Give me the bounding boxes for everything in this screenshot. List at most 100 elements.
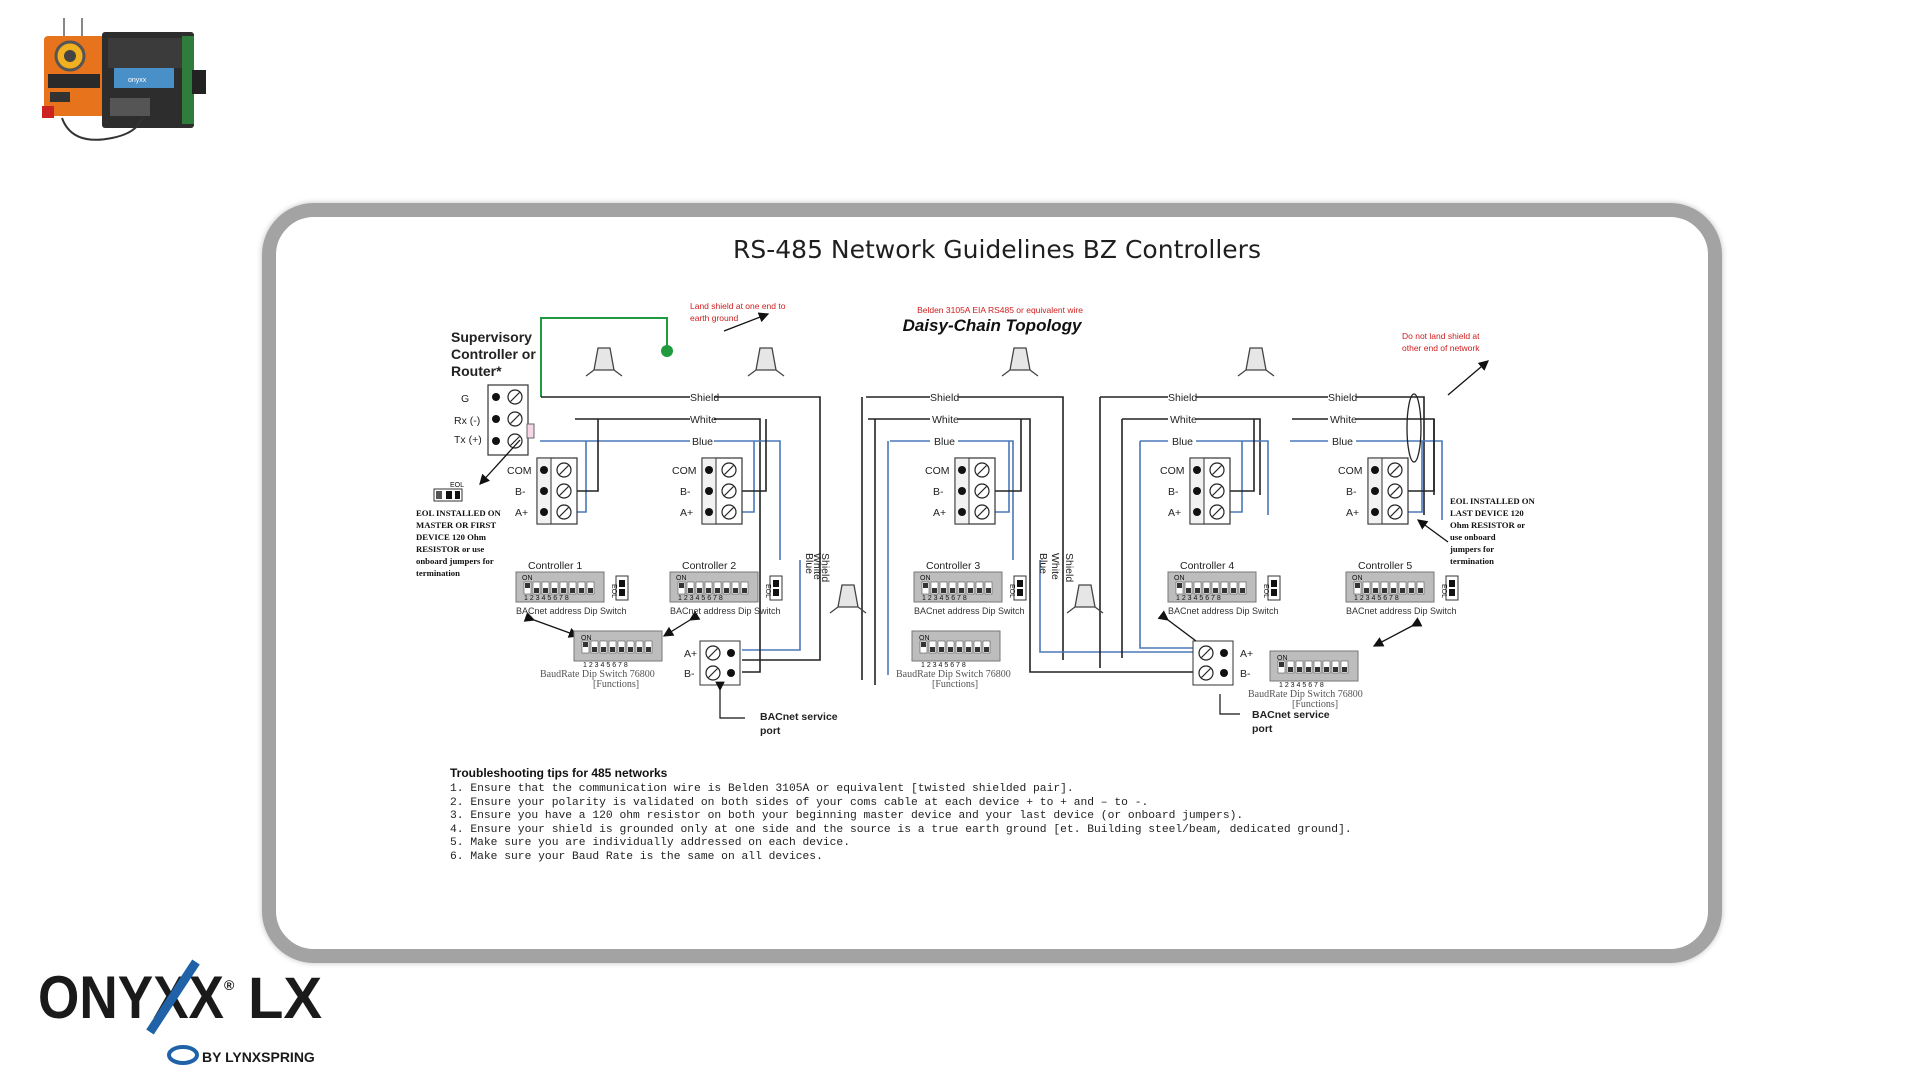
terminal-com: COM <box>507 465 532 477</box>
relation-arrow <box>523 612 580 638</box>
dip-on-label: ON <box>920 575 931 582</box>
shield-note-line1: Land shield at one end to <box>690 301 786 311</box>
dip-label: BACnet address Dip Switch <box>914 606 1025 616</box>
terminal-bminus: B- <box>1168 486 1179 498</box>
white-wire <box>714 418 761 560</box>
terminal-bminus: B- <box>680 486 691 498</box>
blue-drop <box>742 560 801 651</box>
dip-on-label: ON <box>1352 575 1363 582</box>
white-drop <box>742 560 761 673</box>
dip-numbers: 1 2 3 4 5 6 7 8 <box>678 595 723 602</box>
terminal-aplus: A+ <box>680 507 693 519</box>
dip-label: BACnet address Dip Switch <box>1168 606 1279 616</box>
svg-text:1 2 3 4 5 6 7 8: 1 2 3 4 5 6 7 8 <box>1279 682 1324 689</box>
troubleshooting-tips: Troubleshooting tips for 485 networks 1.… <box>450 766 1352 863</box>
wire-label-white: White <box>1330 414 1357 426</box>
dip-label: BACnet address Dip Switch <box>516 606 627 616</box>
svg-text:use onboard: use onboard <box>1450 532 1496 542</box>
eol-jumper-tag: EOL <box>1262 584 1269 598</box>
shield-clamp-icon <box>585 347 623 377</box>
terminal-bminus: B- <box>933 486 944 498</box>
lynxspring-swoosh-icon <box>167 1045 199 1065</box>
svg-text:LX: LX <box>248 966 322 1031</box>
supervisory-terminal-block <box>487 384 535 456</box>
no-shield-note-line1: Do not land shield at <box>1402 331 1480 341</box>
svg-text:port: port <box>1252 723 1273 735</box>
svg-text:[Functions]: [Functions] <box>1292 699 1338 710</box>
terminal-com: COM <box>1160 465 1185 477</box>
controller-terminal-block <box>955 458 995 524</box>
svg-text:1. Ensure that the communicati: 1. Ensure that the communication wire is… <box>450 783 1074 795</box>
svg-text:Ohm RESISTOR or: Ohm RESISTOR or <box>1450 520 1525 530</box>
svg-text:BaudRate Dip Switch 76800: BaudRate Dip Switch 76800 <box>1248 689 1363 700</box>
earth-ground-point <box>661 345 673 357</box>
white-drop <box>1029 560 1193 673</box>
dip-on-label: ON <box>1174 575 1185 582</box>
svg-text:BY LYNXSPRING: BY LYNXSPRING <box>202 1049 315 1065</box>
service-port-block-1: A+ B- <box>684 640 741 686</box>
terminal-rx: Rx (-) <box>454 415 480 427</box>
wire-label-blue-v: Blue <box>1037 553 1049 574</box>
wire-label-white: White <box>932 414 959 426</box>
wire-label-white: White <box>1170 414 1197 426</box>
supervisory-label-3: Router* <box>451 363 502 379</box>
eol-jumper-tag: EOL <box>1008 584 1015 598</box>
shield-drop <box>742 535 821 661</box>
controller-terminal-block <box>537 458 577 524</box>
terminal-com: COM <box>1338 465 1363 477</box>
svg-text:3. Ensure you have a 120 ohm r: 3. Ensure you have a 120 ohm resistor on… <box>450 810 1243 822</box>
svg-text:2. Ensure your polarity is val: 2. Ensure your polarity is validated on … <box>450 797 1148 809</box>
shield-wire <box>714 396 821 535</box>
svg-text:1 2 3 4 5 6 7 8: 1 2 3 4 5 6 7 8 <box>583 662 628 669</box>
shield-note-line2: earth ground <box>690 313 738 323</box>
svg-text:port: port <box>760 725 781 737</box>
supervisory-label-1: Supervisory <box>451 329 532 345</box>
shield-drain-loop <box>1406 393 1422 463</box>
controller-terminal-block <box>1368 458 1408 524</box>
shield-clamp-icon <box>1237 347 1275 377</box>
svg-text:BACnet service: BACnet service <box>1252 709 1330 721</box>
eol-note-master: EOL INSTALLED ON MASTER OR FIRST DEVICE … <box>416 508 502 578</box>
rs485-wiring: ShieldWhiteBlueShieldWhiteBlueShieldWhit… <box>523 347 1443 685</box>
dip-label: BACnet address Dip Switch <box>1346 606 1457 616</box>
svg-text:RESISTOR or use: RESISTOR or use <box>416 544 484 554</box>
shield-clamp-icon <box>1001 347 1039 377</box>
svg-text:Troubleshooting tips for 485 n: Troubleshooting tips for 485 networks <box>450 766 668 780</box>
wire-label-shield: Shield <box>930 392 959 404</box>
terminal-aplus: A+ <box>1168 507 1181 519</box>
eol-jumper-tag: EOL <box>1440 584 1447 598</box>
svg-text:A+: A+ <box>684 648 697 660</box>
shield-clamp-icon <box>829 584 867 614</box>
eol-jumper-tag: EOL <box>764 584 771 598</box>
eol-jumper-tag: EOL <box>610 584 617 598</box>
blue-wire <box>1356 440 1443 520</box>
controller-name: Controller 3 <box>926 560 980 572</box>
svg-text:termination: termination <box>1450 556 1494 566</box>
white-wire <box>958 418 1031 560</box>
wire-label-white: White <box>690 414 717 426</box>
diagram-title: RS-485 Network Guidelines BZ Controllers <box>733 235 1261 264</box>
svg-text:6. Make sure your Baud Rate is: 6. Make sure your Baud Rate is the same … <box>450 851 823 863</box>
white-wire <box>1196 418 1261 495</box>
service-port-label-2: BACnet service port <box>1219 694 1330 735</box>
controller-name: Controller 1 <box>528 560 582 572</box>
shield-clamp-icon <box>747 347 785 377</box>
svg-text:4. Ensure your shield is groun: 4. Ensure your shield is grounded only a… <box>450 824 1352 836</box>
terminal-aplus: A+ <box>1346 507 1359 519</box>
product-image: onyxx <box>42 18 206 141</box>
svg-text:[Functions]: [Functions] <box>593 679 639 690</box>
svg-text:B-: B- <box>1240 668 1251 680</box>
wire-label-blue: Blue <box>934 436 955 448</box>
terminal-bminus: B- <box>1346 486 1357 498</box>
wire-label-shield-v: Shield <box>1063 553 1075 582</box>
controller-name: Controller 5 <box>1358 560 1412 572</box>
wire-label-shield: Shield <box>1168 392 1197 404</box>
svg-text:A+: A+ <box>1240 648 1253 660</box>
controller-name: Controller 2 <box>682 560 736 572</box>
wire-label-blue: Blue <box>1172 436 1193 448</box>
svg-text:jumpers for: jumpers for <box>1449 544 1494 554</box>
